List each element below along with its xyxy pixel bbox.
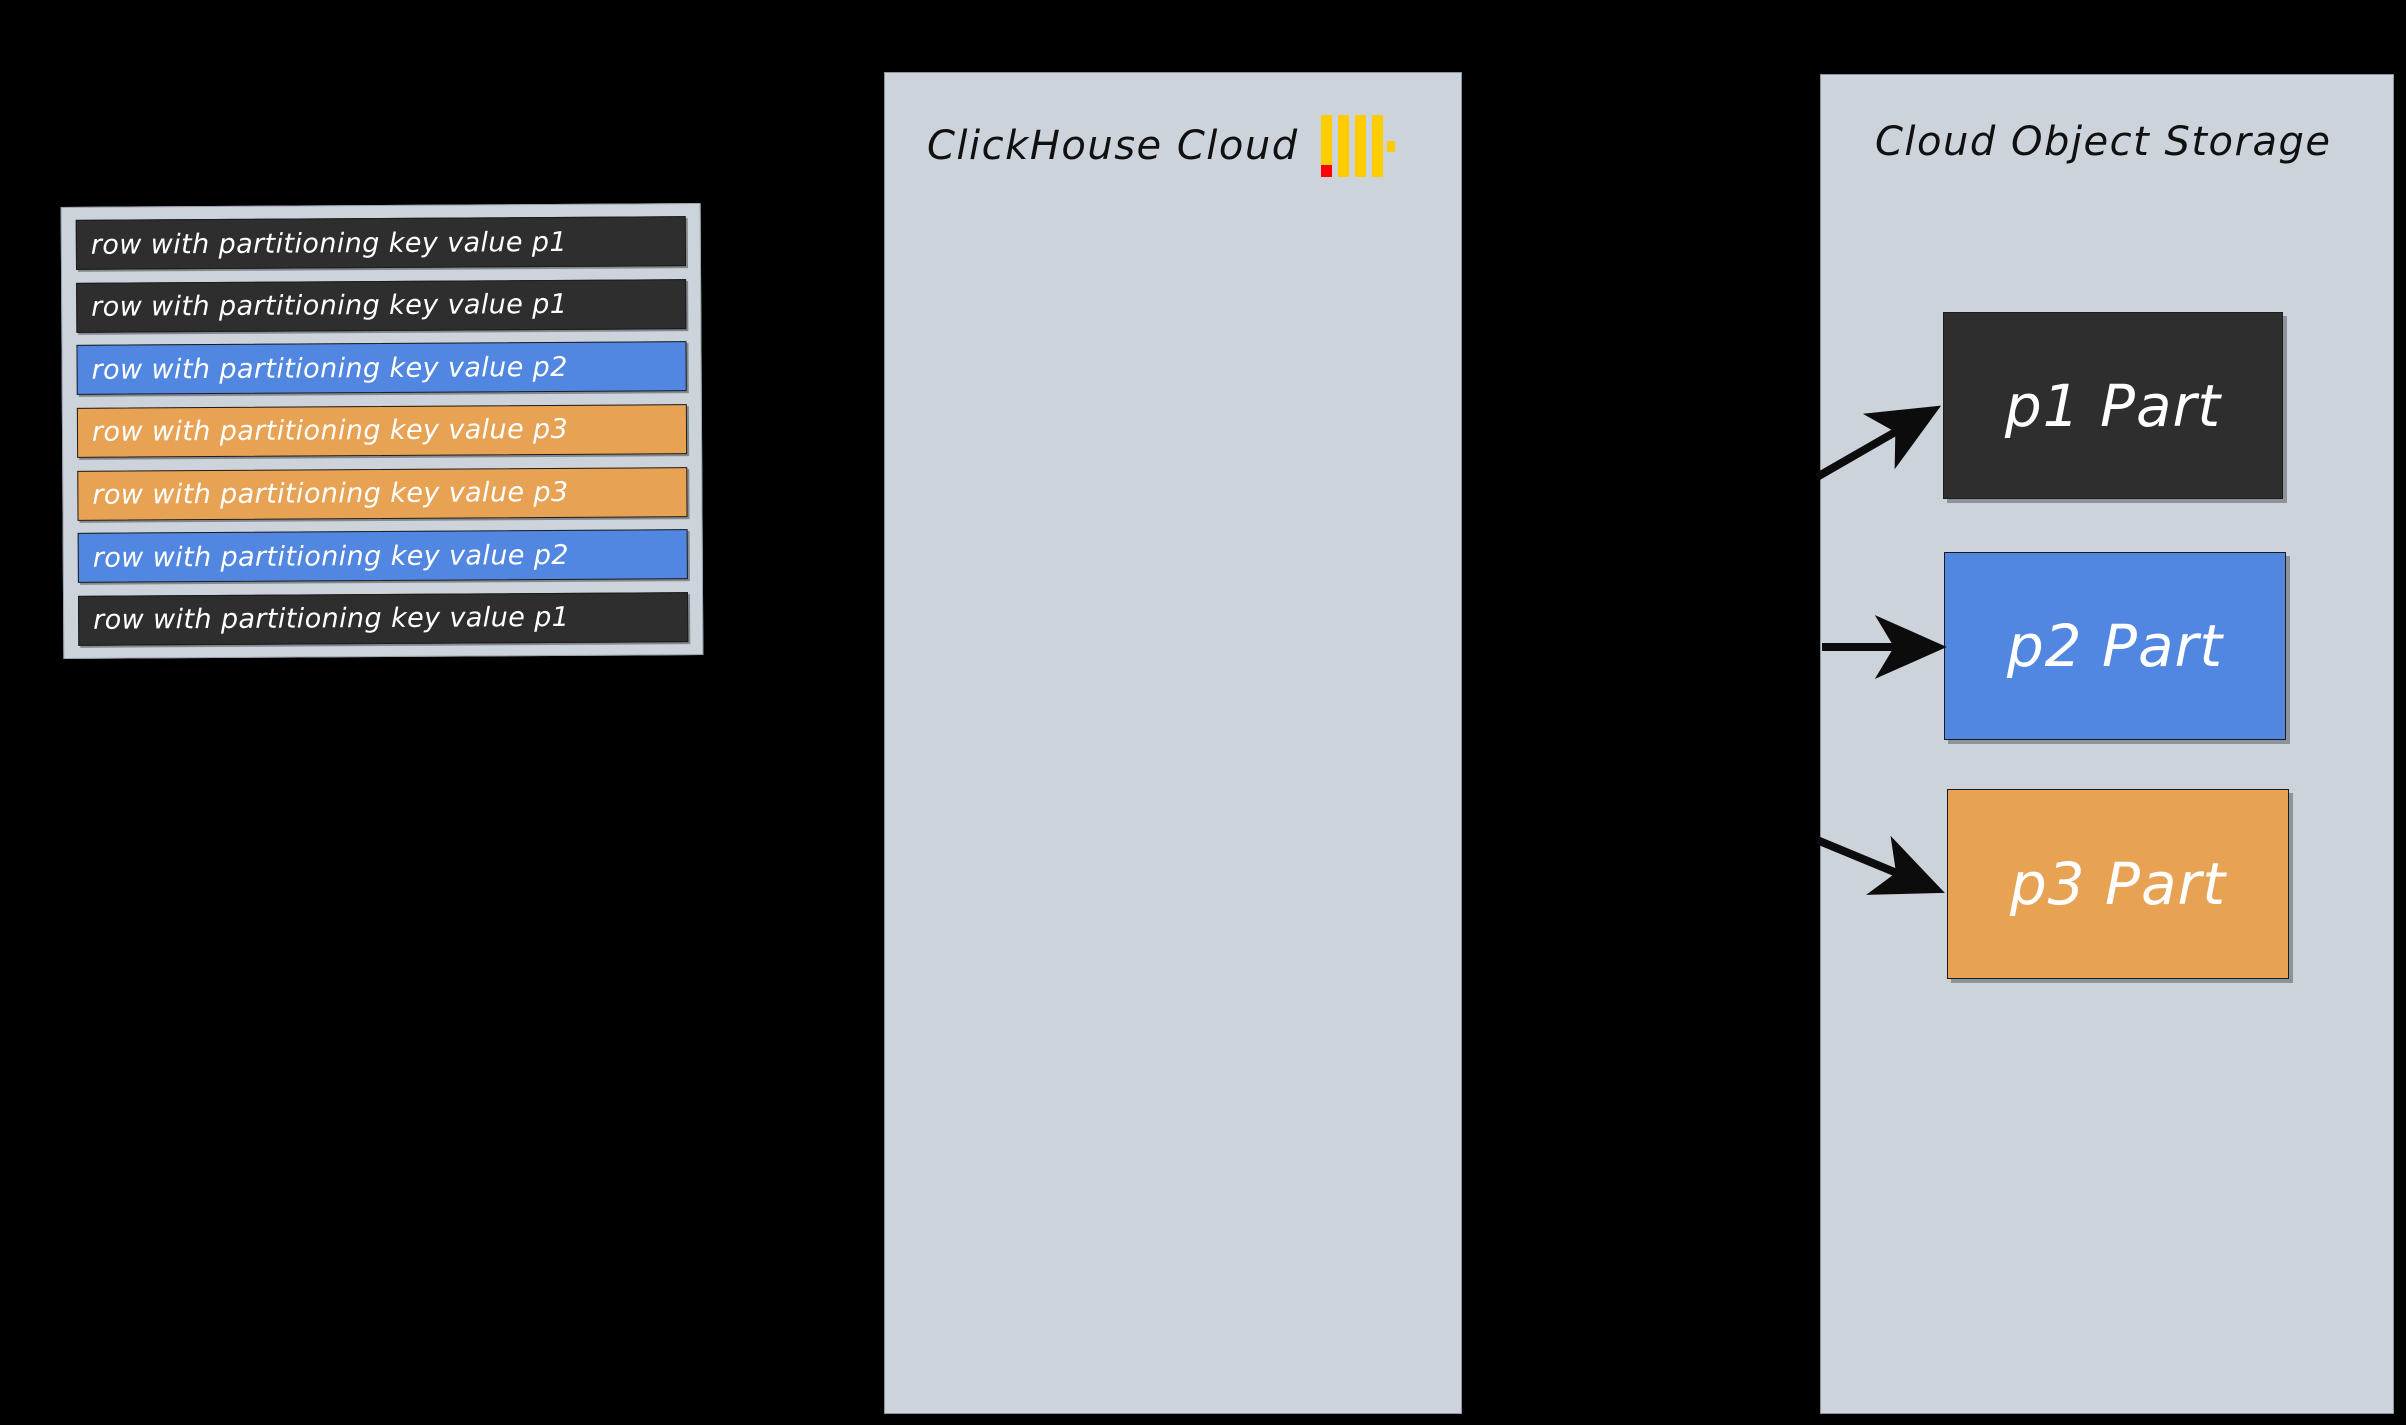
table-row: row with partitioning key value p1 [76, 278, 687, 333]
part-box-p3: p3 Part [1947, 789, 2289, 979]
part-box-p1-label: p1 Part [2004, 371, 2222, 440]
table-row-label: row with partitioning key value p1 [90, 226, 568, 261]
table-row: row with partitioning key value p3 [77, 466, 688, 521]
table-row: row with partitioning key value p1 [75, 216, 686, 270]
clickhouse-logo-icon [1320, 115, 1395, 177]
table-rows-inner: row with partitioning key value p1 row w… [75, 216, 689, 646]
cloud-object-storage-panel: Cloud Object Storage [1820, 74, 2394, 1414]
table-row-label: row with partitioning key value p1 [91, 289, 568, 323]
part-box-p1: p1 Part [1943, 312, 2283, 499]
logo-bar-1 [1320, 115, 1332, 177]
logo-bar-4 [1371, 115, 1383, 177]
cloud-object-storage-title: Cloud Object Storage [1875, 119, 2331, 165]
clickhouse-cloud-title: ClickHouse Cloud [927, 115, 1395, 177]
table-rows-container: row with partitioning key value p1 row w… [60, 203, 704, 659]
table-row: row with partitioning key value p2 [76, 341, 687, 396]
table-row-label: row with partitioning key value p2 [92, 539, 569, 574]
table-row: row with partitioning key value p3 [76, 404, 688, 458]
clickhouse-cloud-title-text: ClickHouse Cloud [927, 123, 1299, 169]
table-row-label: row with partitioning key value p2 [91, 351, 568, 386]
table-row-label: row with partitioning key value p3 [92, 476, 569, 511]
part-box-p3-label: p3 Part [2009, 850, 2227, 918]
table-row: row with partitioning key value p1 [78, 592, 689, 646]
table-row-label: row with partitioning key value p3 [91, 414, 569, 449]
part-box-p2: p2 Part [1944, 552, 2286, 740]
part-box-p2-label: p2 Part [2006, 612, 2224, 680]
table-row-label: row with partitioning key value p1 [93, 602, 570, 637]
cloud-object-storage-title-text: Cloud Object Storage [1875, 119, 2332, 165]
logo-bar-2 [1337, 115, 1349, 177]
table-row: row with partitioning key value p2 [77, 529, 688, 584]
logo-yellow-square [1386, 141, 1395, 152]
clickhouse-cloud-panel: ClickHouse Cloud [884, 72, 1462, 1414]
logo-red-square [1320, 165, 1332, 177]
logo-bar-3 [1354, 115, 1366, 177]
